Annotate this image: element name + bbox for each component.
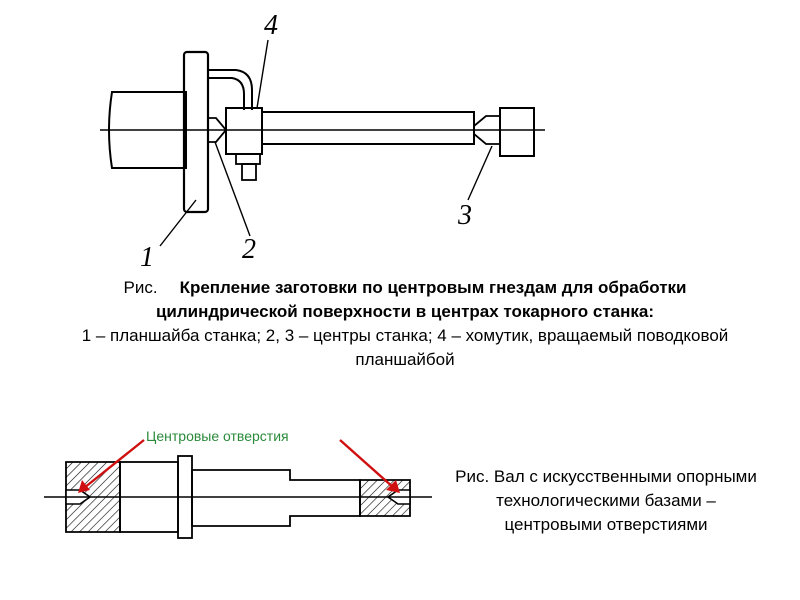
label-4: 4 (264, 10, 278, 41)
left-center (207, 117, 228, 143)
figure1-caption: Рис.Крепление заготовки по центровым гне… (80, 276, 730, 372)
center-holes-annotation: Центровые отверстия (146, 428, 289, 444)
caption-title: Крепление заготовки по центровым гнездам… (155, 278, 687, 321)
workpiece-shaft (261, 111, 475, 145)
shaft-section-drawing: Центровые отверстия (44, 428, 432, 539)
caption-legend: 1 – планшайба станка; 2, 3 – центры стан… (81, 326, 729, 369)
caption-prefix: Рис. (123, 278, 158, 297)
driving-pin (208, 69, 253, 110)
arrow-left (83, 439, 145, 489)
clamp-screw-head (241, 163, 257, 181)
arrow-right (339, 439, 395, 489)
label-1: 1 (140, 242, 154, 273)
faceplate (182, 50, 210, 214)
clamp-screw (235, 153, 261, 165)
label-3: 3 (457, 200, 472, 231)
figure2-caption: Рис. Вал с искусственными опорными техно… (455, 467, 757, 534)
label-2: 2 (242, 234, 256, 265)
clamp-dog (225, 107, 263, 155)
tailstock-quill (499, 107, 535, 157)
spindle-body (108, 91, 187, 169)
